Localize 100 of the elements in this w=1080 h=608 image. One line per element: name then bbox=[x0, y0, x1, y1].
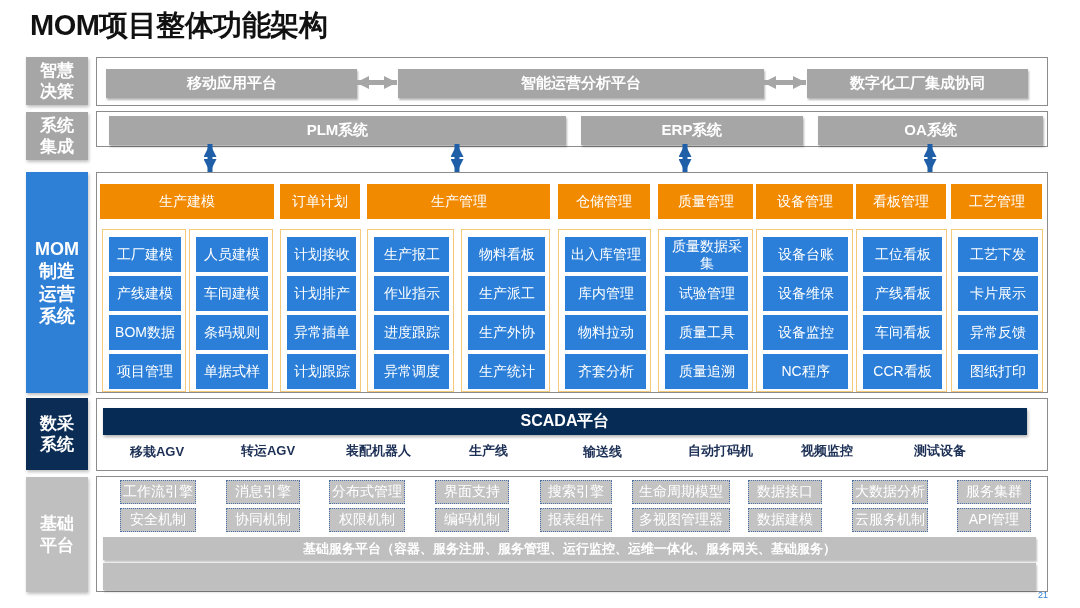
category-header: 质量管理 bbox=[658, 184, 753, 219]
platform-bar: PLM系统 bbox=[109, 116, 566, 145]
double-arrow bbox=[763, 76, 806, 89]
function-box: 计划跟踪 bbox=[287, 354, 356, 389]
layer-panel bbox=[96, 398, 1048, 471]
double-arrow bbox=[450, 144, 464, 172]
category-header: 生产建模 bbox=[100, 184, 274, 219]
category-header: 设备管理 bbox=[756, 184, 853, 219]
layer-tab: 数采系统 bbox=[26, 398, 88, 470]
page-title: MOM项目整体功能架构 bbox=[30, 8, 328, 43]
function-box: 质量工具 bbox=[665, 315, 748, 350]
function-box: 作业指示 bbox=[374, 276, 449, 311]
function-box: 齐套分析 bbox=[565, 354, 646, 389]
category-header: 订单计划 bbox=[280, 184, 360, 219]
platform-bar: 智能运营分析平台 bbox=[398, 69, 764, 98]
function-box: 质量数据采集 bbox=[665, 237, 748, 272]
platform-bar bbox=[103, 563, 1036, 590]
double-arrow bbox=[356, 76, 397, 89]
module-frame bbox=[189, 229, 273, 392]
function-box: 出入库管理 bbox=[565, 237, 646, 272]
module-frame bbox=[558, 229, 651, 392]
function-box: 人员建模 bbox=[196, 237, 268, 272]
layer-tab: 智慧决策 bbox=[26, 57, 88, 105]
module-frame bbox=[951, 229, 1043, 392]
device-label: 移栽AGV bbox=[129, 443, 185, 461]
component-box: 消息引擎 bbox=[226, 480, 300, 504]
platform-bar: 数字化工厂集成协同 bbox=[807, 69, 1028, 98]
layer-panel bbox=[96, 172, 1048, 393]
category-header: 生产管理 bbox=[367, 184, 550, 219]
platform-bar: 基础服务平台（容器、服务注册、服务管理、运行监控、运维一体化、服务网关、基础服务） bbox=[103, 537, 1036, 560]
function-box: 生产派工 bbox=[468, 276, 545, 311]
function-box: 项目管理 bbox=[109, 354, 181, 389]
function-box: 异常调度 bbox=[374, 354, 449, 389]
double-arrow bbox=[923, 144, 937, 172]
platform-bar: ERP系统 bbox=[581, 116, 803, 145]
module-frame bbox=[658, 229, 753, 392]
function-box: 产线看板 bbox=[863, 276, 942, 311]
component-box: 服务集群 bbox=[957, 480, 1031, 504]
layer-tab: MOM制造运营系统 bbox=[26, 172, 88, 393]
function-box: 设备台账 bbox=[763, 237, 848, 272]
function-box: 设备监控 bbox=[763, 315, 848, 350]
double-arrow bbox=[203, 144, 217, 172]
function-box: 异常反馈 bbox=[958, 315, 1038, 350]
function-box: 卡片展示 bbox=[958, 276, 1038, 311]
device-label: 自动打码机 bbox=[687, 442, 753, 460]
component-box: 云服务机制 bbox=[852, 508, 928, 532]
function-box: 计划排产 bbox=[287, 276, 356, 311]
function-box: 生产统计 bbox=[468, 354, 545, 389]
function-box: BOM数据 bbox=[109, 315, 181, 350]
module-frame bbox=[280, 229, 361, 392]
component-box: 报表组件 bbox=[540, 508, 612, 532]
function-box: NC程序 bbox=[763, 354, 848, 389]
module-frame bbox=[856, 229, 947, 392]
platform-bar: SCADA平台 bbox=[103, 408, 1027, 435]
device-label: 视频监控 bbox=[801, 442, 853, 460]
function-box: 工艺下发 bbox=[958, 237, 1038, 272]
module-frame bbox=[102, 229, 186, 392]
device-label: 装配机器人 bbox=[345, 442, 411, 460]
function-box: 工厂建模 bbox=[109, 237, 181, 272]
component-box: 数据建模 bbox=[748, 508, 822, 532]
function-box: 异常插单 bbox=[287, 315, 356, 350]
platform-bar: 移动应用平台 bbox=[106, 69, 357, 98]
function-box: 设备维保 bbox=[763, 276, 848, 311]
component-box: 界面支持 bbox=[435, 480, 509, 504]
category-header: 看板管理 bbox=[856, 184, 946, 219]
function-box: 单据式样 bbox=[196, 354, 268, 389]
function-box: 条码规则 bbox=[196, 315, 268, 350]
category-header: 仓储管理 bbox=[558, 184, 650, 219]
function-box: 试验管理 bbox=[665, 276, 748, 311]
function-box: 物料看板 bbox=[468, 237, 545, 272]
component-box: 工作流引擎 bbox=[120, 480, 196, 504]
function-box: 车间看板 bbox=[863, 315, 942, 350]
function-box: 图纸打印 bbox=[958, 354, 1038, 389]
module-frame bbox=[367, 229, 454, 392]
function-box: 库内管理 bbox=[565, 276, 646, 311]
layer-panel bbox=[96, 57, 1048, 106]
device-label: 转运AGV bbox=[240, 442, 296, 460]
layer-panel bbox=[96, 476, 1048, 592]
component-box: 编码机制 bbox=[435, 508, 509, 532]
device-label: 生产线 bbox=[468, 442, 508, 460]
double-arrow bbox=[678, 144, 692, 172]
layer-tab: 系统集成 bbox=[26, 112, 88, 160]
page-number: 21 bbox=[1038, 590, 1048, 600]
component-box: 安全机制 bbox=[120, 508, 196, 532]
function-box: 工位看板 bbox=[863, 237, 942, 272]
category-header: 工艺管理 bbox=[951, 184, 1042, 219]
function-box: 产线建模 bbox=[109, 276, 181, 311]
function-box: 物料拉动 bbox=[565, 315, 646, 350]
function-box: 质量追溯 bbox=[665, 354, 748, 389]
function-box: 生产报工 bbox=[374, 237, 449, 272]
device-label: 输送线 bbox=[582, 443, 622, 461]
function-box: 车间建模 bbox=[196, 276, 268, 311]
module-frame bbox=[756, 229, 853, 392]
layer-tab: 基础平台 bbox=[26, 477, 88, 592]
component-box: 生命周期模型 bbox=[632, 480, 730, 504]
platform-bar: OA系统 bbox=[818, 116, 1043, 145]
layer-panel bbox=[96, 111, 1048, 147]
component-box: 搜索引擎 bbox=[540, 480, 612, 504]
device-label: 测试设备 bbox=[914, 442, 966, 460]
module-frame bbox=[461, 229, 550, 392]
